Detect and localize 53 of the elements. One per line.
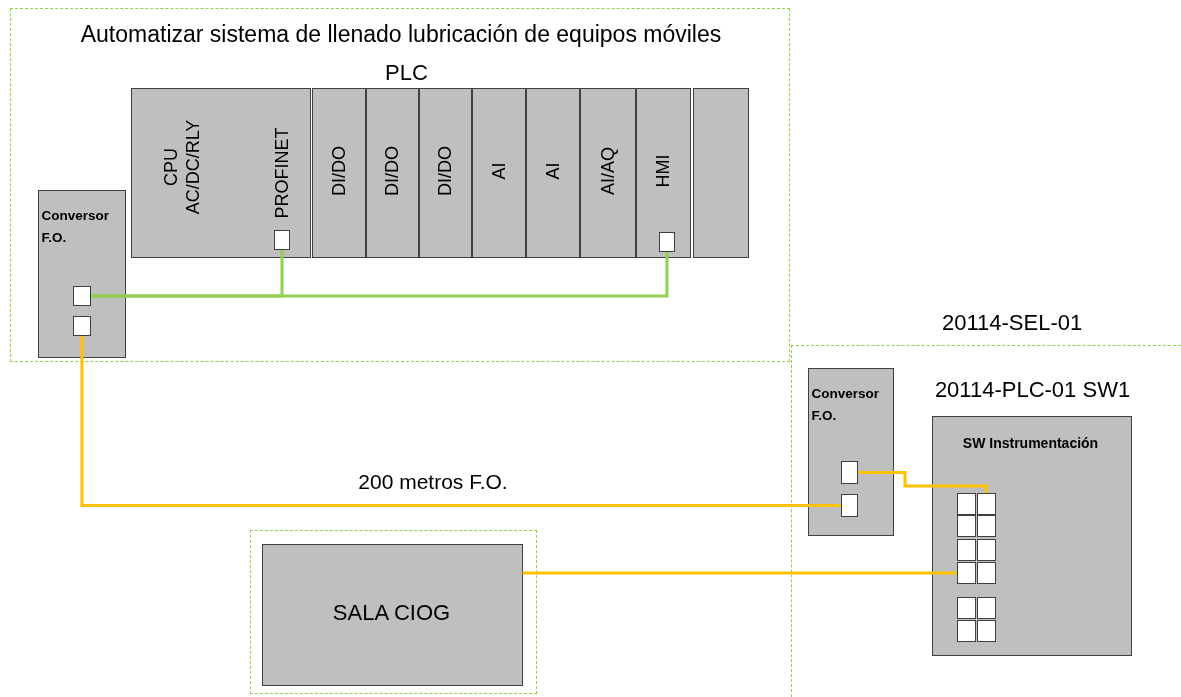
network-port [274, 230, 290, 250]
module-label: HMI [652, 154, 674, 187]
room-label: SALA CIOG [331, 599, 452, 626]
network-port [957, 493, 976, 515]
network-port [841, 461, 858, 484]
network-port [73, 316, 91, 336]
module-label: DI/DO [327, 145, 350, 196]
module-group-label: PLC [385, 60, 428, 86]
converter-box [807, 367, 894, 536]
network-port [659, 232, 675, 252]
network-port [957, 539, 976, 561]
group-title: Automatizar sistema de llenado lubricación de equipos móviles [79, 21, 723, 48]
plc-module [365, 87, 419, 258]
plc-module [635, 87, 691, 258]
converter-label: Conversor F.O. [41, 206, 111, 247]
cpu-label: CPU AC/DC/RLY [159, 118, 204, 216]
switch-title: 20114-PLC-01 SW1 [933, 376, 1132, 403]
network-port [957, 620, 976, 642]
network-port [73, 286, 91, 306]
network-port [977, 493, 996, 515]
network-port [977, 539, 996, 561]
network-port [957, 562, 976, 584]
cpu-module [130, 87, 311, 258]
plc-module [579, 87, 636, 258]
dashed-group-boundary [250, 530, 537, 694]
converter-label: Conversor F.O. [811, 384, 881, 425]
dashed-group-boundary [10, 8, 790, 362]
module-label: AI [541, 162, 564, 179]
network-port [977, 620, 996, 642]
network-port [977, 515, 996, 537]
port-label: PROFINET [270, 127, 293, 218]
plc-module [418, 87, 472, 258]
network-port [977, 562, 996, 584]
module-label: AI [487, 162, 510, 179]
area-title: 20114-SEL-01 [942, 310, 1083, 336]
network-port [841, 494, 858, 517]
plc-module [692, 87, 749, 258]
module-label: DI/DO [434, 145, 456, 196]
module-label: DI/DO [381, 145, 403, 196]
module-label: AI/AQ [596, 146, 619, 195]
network-port [957, 515, 976, 537]
plc-module [525, 87, 580, 258]
plc-module [471, 87, 526, 258]
cable-line [80, 336, 841, 507]
cable-line [522, 571, 957, 575]
plc-module [311, 87, 366, 258]
room-box [261, 543, 523, 686]
cable-line [858, 471, 988, 493]
cable-line [91, 252, 669, 298]
network-port [977, 597, 996, 619]
network-port [957, 597, 976, 619]
switch-label: SW Instrumentación [961, 434, 1100, 451]
converter-box [37, 189, 126, 358]
